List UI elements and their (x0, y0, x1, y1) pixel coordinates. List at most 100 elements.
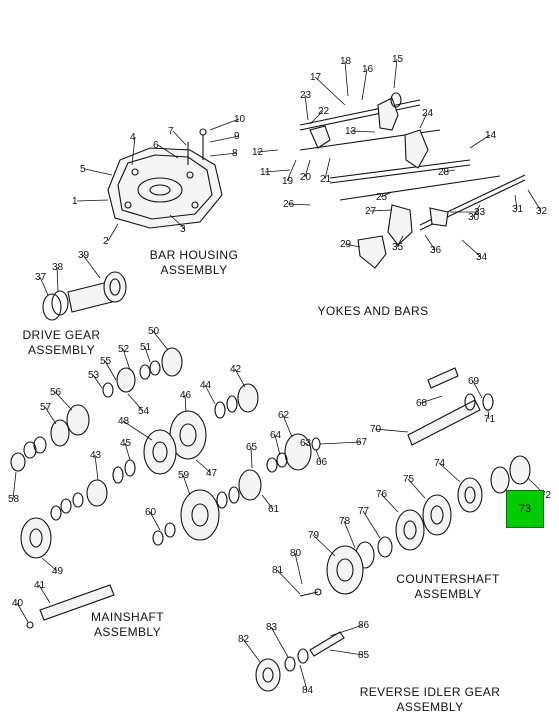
callout-75[interactable]: 75 (403, 474, 415, 485)
callout-14[interactable]: 14 (485, 130, 497, 141)
callout-35[interactable]: 35 (392, 242, 404, 253)
callout-62[interactable]: 62 (278, 410, 290, 421)
callout-28[interactable]: 28 (438, 167, 450, 178)
callout-13[interactable]: 13 (345, 126, 357, 137)
callout-32[interactable]: 32 (536, 206, 548, 217)
callout-18[interactable]: 18 (340, 56, 352, 67)
callout-78[interactable]: 78 (339, 516, 351, 527)
callout-11[interactable]: 11 (260, 167, 271, 178)
callout-69[interactable]: 69 (468, 376, 480, 387)
callout-10[interactable]: 10 (234, 114, 246, 125)
highlighted-part-73[interactable]: 73 (506, 490, 544, 528)
callout-25[interactable]: 25 (376, 192, 388, 203)
callout-15[interactable]: 15 (392, 54, 404, 65)
callout-65[interactable]: 65 (246, 442, 258, 453)
callout-34[interactable]: 34 (476, 252, 488, 263)
callout-55[interactable]: 55 (100, 356, 112, 367)
callout-43[interactable]: 43 (90, 450, 102, 461)
leader-line (282, 414, 293, 438)
callout-53[interactable]: 53 (88, 370, 100, 381)
callout-56[interactable]: 56 (50, 387, 62, 398)
callout-59[interactable]: 59 (178, 470, 190, 481)
callout-42[interactable]: 42 (230, 364, 242, 375)
callout-67[interactable]: 67 (356, 437, 368, 448)
callout-40[interactable]: 40 (12, 598, 24, 609)
callout-85[interactable]: 85 (358, 650, 370, 661)
callout-61[interactable]: 61 (268, 504, 280, 515)
callout-49[interactable]: 49 (52, 566, 64, 577)
callout-46[interactable]: 46 (180, 390, 192, 401)
callout-37[interactable]: 37 (35, 272, 47, 283)
callout-29[interactable]: 29 (340, 239, 352, 250)
callout-71[interactable]: 71 (484, 414, 496, 425)
callout-54[interactable]: 54 (138, 406, 150, 417)
leader-line (209, 152, 238, 157)
leader-line (122, 420, 153, 441)
caption-line: BAR HOUSING (149, 248, 239, 262)
leader-line (304, 159, 311, 178)
callout-16[interactable]: 16 (362, 64, 374, 75)
callout-21[interactable]: 21 (320, 174, 332, 185)
callout-12[interactable]: 12 (252, 147, 264, 158)
callout-38[interactable]: 38 (52, 262, 64, 273)
callout-84[interactable]: 84 (302, 685, 314, 696)
leader-line (424, 234, 436, 251)
callout-23[interactable]: 23 (300, 90, 312, 101)
callout-24[interactable]: 24 (422, 108, 434, 119)
callout-52[interactable]: 52 (118, 344, 130, 355)
callout-80[interactable]: 80 (290, 548, 302, 559)
callout-57[interactable]: 57 (40, 402, 52, 413)
callout-82[interactable]: 82 (238, 634, 250, 645)
callout-26[interactable]: 26 (283, 199, 295, 210)
callout-81[interactable]: 81 (272, 565, 284, 576)
callout-39[interactable]: 39 (78, 250, 90, 261)
caption-line: COUNTERSHAFT (396, 572, 500, 586)
callout-58[interactable]: 58 (8, 494, 20, 505)
callout-30[interactable]: 30 (468, 212, 480, 223)
callout-1[interactable]: 1 (72, 196, 78, 207)
callout-86[interactable]: 86 (358, 620, 370, 631)
callout-64[interactable]: 64 (270, 430, 282, 441)
leader-line (369, 209, 393, 212)
leader-line (396, 235, 404, 248)
leader-line (39, 276, 49, 296)
callout-41[interactable]: 41 (34, 580, 46, 591)
callout-6[interactable]: 6 (153, 140, 159, 151)
callout-19[interactable]: 19 (282, 176, 294, 187)
callout-48[interactable]: 48 (118, 416, 130, 427)
callout-76[interactable]: 76 (376, 489, 388, 500)
callout-70[interactable]: 70 (370, 424, 382, 435)
callout-3[interactable]: 3 (180, 224, 186, 235)
callout-2[interactable]: 2 (103, 236, 109, 247)
callout-36[interactable]: 36 (430, 245, 442, 256)
callout-68[interactable]: 68 (416, 398, 428, 409)
callout-17[interactable]: 17 (310, 72, 322, 83)
callout-33[interactable]: 33 (474, 207, 486, 218)
leader-line (195, 459, 212, 474)
callout-74[interactable]: 74 (434, 458, 446, 469)
callout-27[interactable]: 27 (365, 206, 377, 217)
callout-31[interactable]: 31 (512, 204, 524, 215)
callout-22[interactable]: 22 (318, 106, 330, 117)
callout-47[interactable]: 47 (206, 468, 218, 479)
callout-51[interactable]: 51 (140, 342, 152, 353)
callout-50[interactable]: 50 (148, 326, 160, 337)
callout-4[interactable]: 4 (130, 132, 136, 143)
callout-5[interactable]: 5 (80, 164, 86, 175)
callout-44[interactable]: 44 (200, 380, 212, 391)
callout-66[interactable]: 66 (316, 457, 328, 468)
callout-7[interactable]: 7 (168, 126, 174, 137)
callout-20[interactable]: 20 (300, 172, 312, 183)
callout-45[interactable]: 45 (120, 438, 132, 449)
callout-72[interactable]: 72 (540, 490, 552, 501)
callout-79[interactable]: 79 (308, 530, 320, 541)
leader-line (309, 110, 324, 125)
callout-8[interactable]: 8 (232, 148, 238, 159)
callout-63[interactable]: 63 (300, 438, 312, 449)
callout-77[interactable]: 77 (358, 506, 370, 517)
callout-9[interactable]: 9 (234, 131, 240, 142)
leader-line (264, 169, 291, 173)
leader-line (157, 144, 179, 159)
callout-60[interactable]: 60 (145, 507, 157, 518)
callout-83[interactable]: 83 (266, 622, 278, 633)
